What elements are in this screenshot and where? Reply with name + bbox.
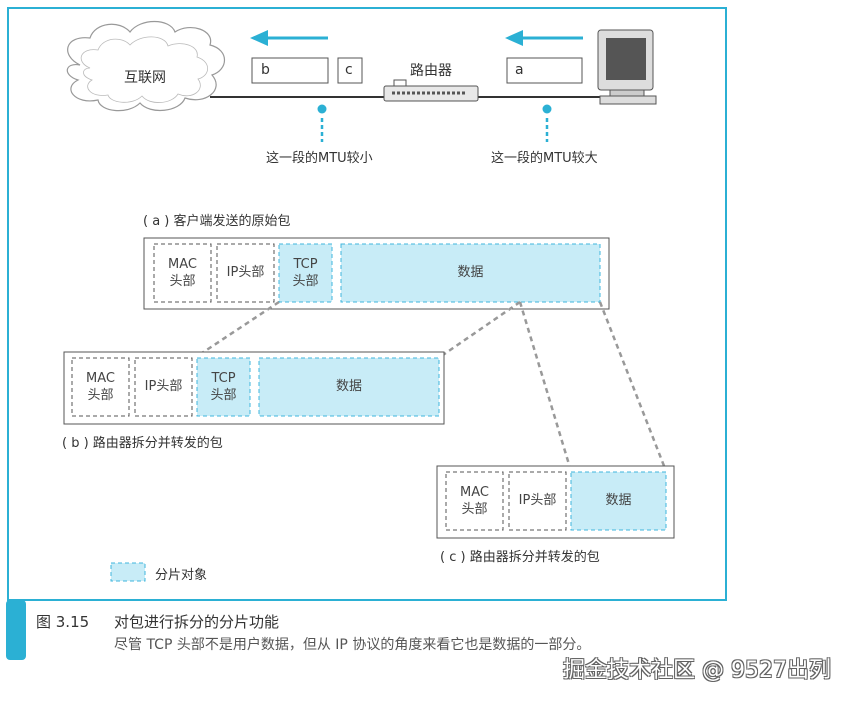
a-tcp-label: TCP 头部	[279, 256, 332, 290]
a-tcp-line1: TCP	[293, 257, 318, 272]
caption-number: 图 3.15	[36, 613, 90, 631]
mtu-small-label: 这一段的MTU较小	[266, 151, 373, 166]
a-mac-label: MAC 头部	[154, 256, 211, 290]
arrow-left-2	[505, 30, 583, 46]
computer-icon	[597, 29, 657, 105]
connector-a-c-right	[598, 301, 668, 472]
connector-a-c-left	[518, 301, 573, 472]
packet-c-label: c	[345, 62, 353, 78]
c-data-box	[570, 471, 667, 531]
c-ip-label: IP头部	[518, 493, 557, 508]
mtu-large-dot	[542, 104, 552, 114]
section-b-title: ( b ) 路由器拆分并转发的包	[62, 436, 223, 451]
a-ip-label: IP头部	[226, 265, 265, 280]
section-a-title: ( a ) 客户端发送的原始包	[143, 214, 291, 229]
c-data-label: 数据	[605, 493, 632, 508]
caption-side-bar	[6, 600, 26, 660]
watermark: 掘金技术社区 @ 9527出列	[563, 658, 831, 683]
internet-label: 互联网	[124, 70, 166, 86]
mtu-large-label: 这一段的MTU较大	[491, 151, 598, 166]
a-mac-line1: MAC	[168, 257, 197, 272]
router-label: 路由器	[410, 63, 452, 79]
a-mac-line2: 头部	[169, 274, 196, 289]
a-ip-box	[216, 243, 275, 303]
router-icon	[383, 79, 479, 102]
b-mac-line2: 头部	[87, 388, 114, 403]
a-data-box	[340, 243, 601, 303]
packet-b-label: b	[261, 62, 270, 78]
packet-c	[337, 57, 363, 84]
caption-title: 对包进行拆分的分片功能	[114, 613, 280, 631]
connector-a-b-left	[195, 300, 280, 359]
c-mac-box	[445, 471, 504, 531]
caption-subtitle: 尽管 TCP 头部不是用户数据，但从 IP 协议的角度来看它也是数据的一部分。	[114, 637, 591, 653]
legend-swatch	[110, 562, 146, 582]
a-data-label: 数据	[457, 265, 484, 280]
b-mac-label: MAC 头部	[72, 370, 129, 404]
b-tcp-box	[196, 357, 251, 417]
mtu-small-dot	[317, 104, 327, 114]
legend-label: 分片对象	[155, 568, 208, 583]
b-ip-box	[134, 357, 193, 417]
arrow-left-1	[250, 30, 328, 46]
b-tcp-label: TCP 头部	[197, 370, 250, 404]
section-c-title: ( c ) 路由器拆分并转发的包	[440, 550, 600, 565]
b-mac-line1: MAC	[86, 371, 115, 386]
b-ip-label: IP头部	[144, 379, 183, 394]
b-tcp-line2: 头部	[210, 388, 237, 403]
packet-b	[251, 57, 329, 84]
b-mac-box	[71, 357, 130, 417]
figure-frame	[7, 7, 727, 601]
packet-a-label: a	[515, 62, 524, 78]
packet-a	[506, 57, 583, 84]
a-tcp-box	[278, 243, 333, 303]
c-mac-label: MAC 头部	[446, 484, 503, 518]
a-mac-box	[153, 243, 212, 303]
c-mac-line2: 头部	[461, 502, 488, 517]
c-mac-line1: MAC	[460, 485, 489, 500]
connector-a-b-right	[439, 300, 521, 359]
c-ip-box	[508, 471, 567, 531]
b-data-box	[258, 357, 440, 417]
internet-cloud-inner	[80, 36, 209, 103]
a-tcp-line2: 头部	[292, 274, 319, 289]
b-data-label: 数据	[335, 379, 362, 394]
b-tcp-line1: TCP	[211, 371, 236, 386]
